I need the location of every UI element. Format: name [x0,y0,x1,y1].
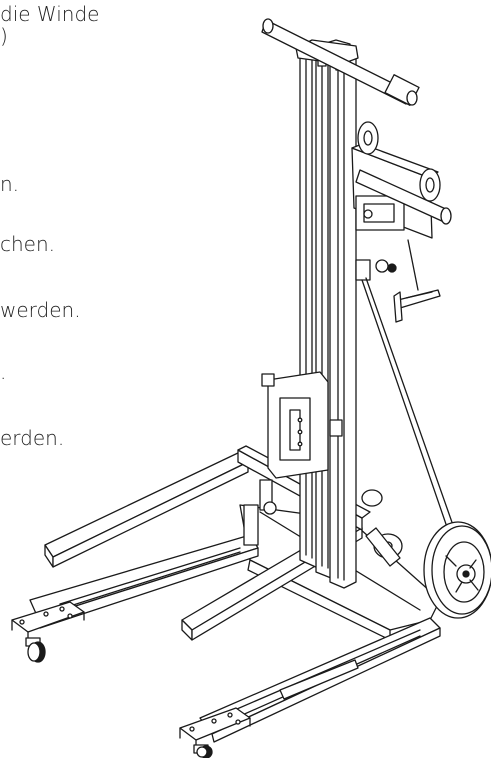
winch-assembly [352,122,451,322]
text-fragment-2: ) [0,24,8,48]
mast-carriage [262,372,342,478]
text-fragment-4: chen. [0,232,56,256]
mast [296,40,358,588]
left-caster-wheel [26,638,45,662]
text-fragment-3: n. [0,172,20,196]
top-handle [262,19,419,105]
fork-left [45,452,248,567]
cable [362,240,454,530]
text-fragment-7: erden. [0,426,65,450]
text-fragment-6: . [0,360,7,384]
lower-crank [362,490,402,566]
text-fragment-5: werden. [0,298,81,322]
text-fragment-1: die Winde [0,2,100,26]
right-caster-wheel [194,745,212,758]
left-outrigger [12,535,258,662]
rear-wheel [424,522,491,618]
right-outrigger [180,618,440,758]
